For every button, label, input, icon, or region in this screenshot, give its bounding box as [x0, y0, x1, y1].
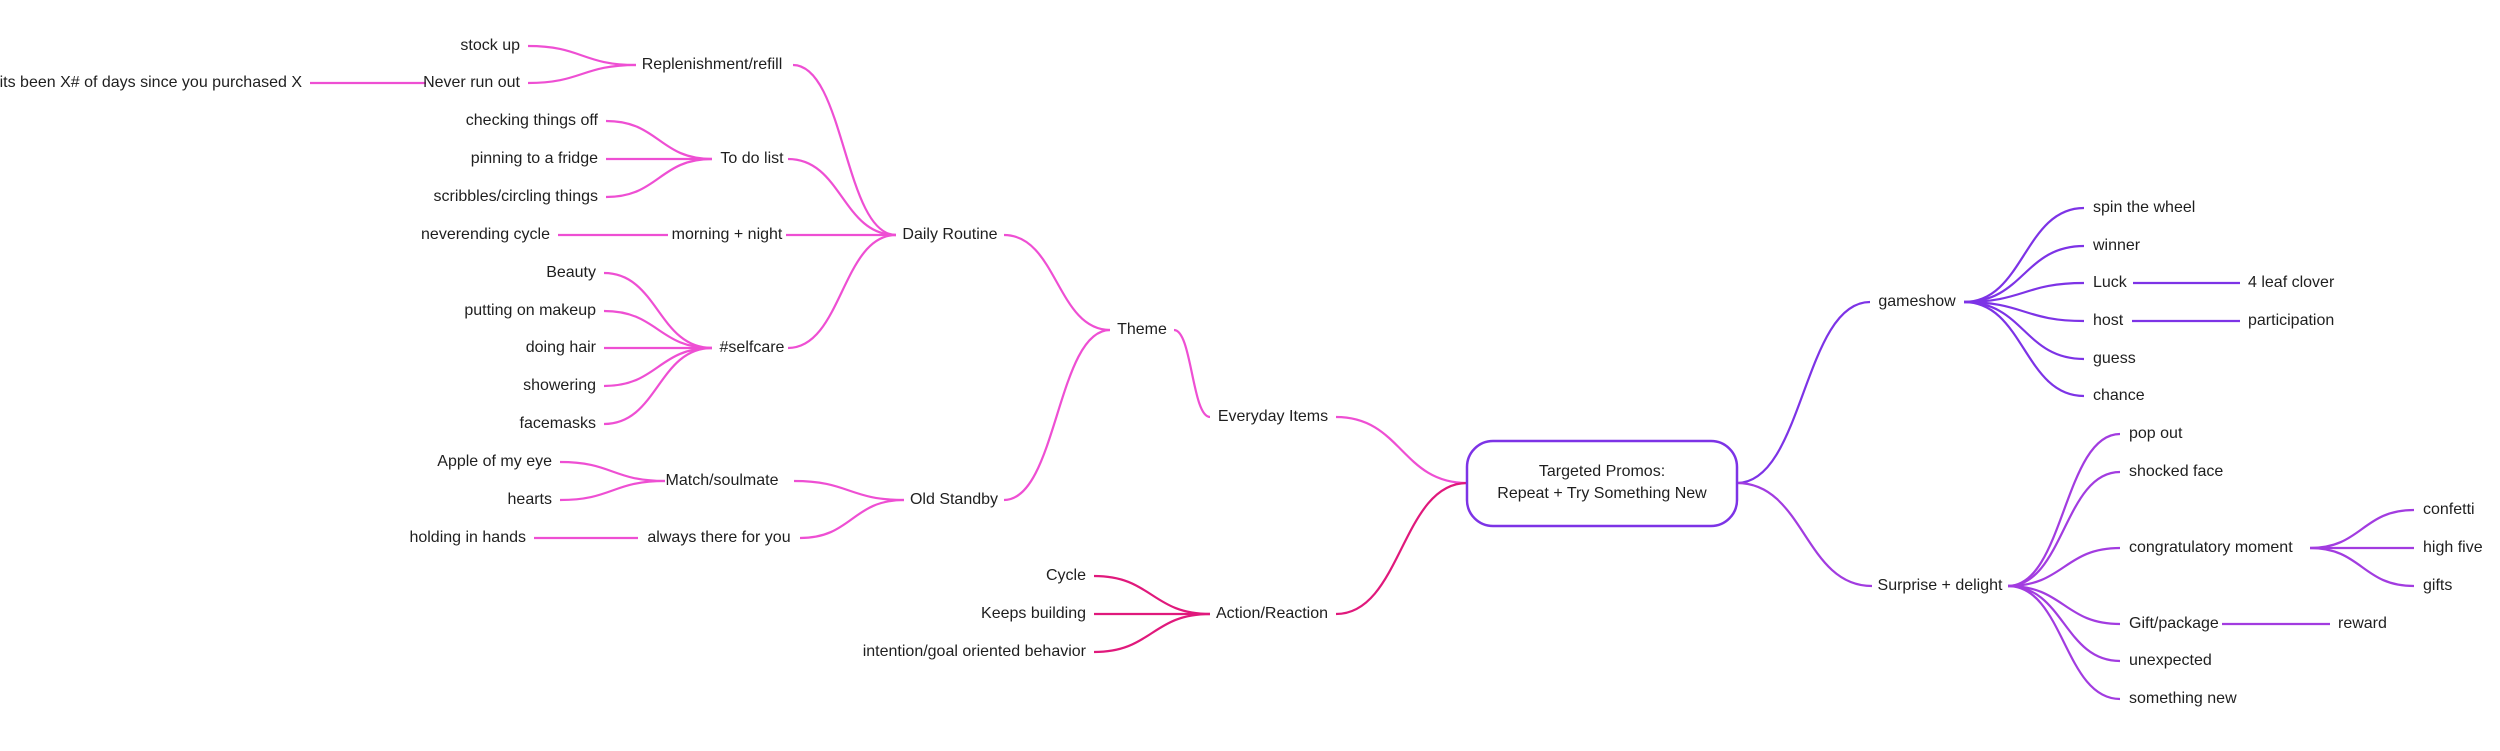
- node-hearts[interactable]: hearts: [508, 491, 552, 508]
- connector-line: [799, 498, 905, 540]
- connector-line: [559, 460, 666, 483]
- connector-line: [559, 479, 666, 502]
- node-always-there[interactable]: always there for you: [647, 529, 790, 546]
- node-replenishment[interactable]: Replenishment/refill: [642, 56, 783, 73]
- connector-line: [1736, 481, 1873, 588]
- node-days-since[interactable]: its been X# of days since you purchased …: [0, 74, 302, 91]
- node-cycle[interactable]: Cycle: [1046, 567, 1086, 584]
- connector-line: [1335, 481, 1468, 616]
- node-todo-list[interactable]: To do list: [720, 150, 784, 167]
- connector-line: [2007, 584, 2121, 626]
- node-luck[interactable]: Luck: [2093, 274, 2128, 291]
- node-never-run-out[interactable]: Never run out: [423, 74, 520, 91]
- node-congrats[interactable]: congratulatory moment: [2129, 539, 2293, 556]
- node-gameshow[interactable]: gameshow: [1878, 293, 1956, 310]
- node-pinning-fridge[interactable]: pinning to a fridge: [471, 150, 598, 167]
- node-everyday-items[interactable]: Everyday Items: [1218, 408, 1328, 425]
- node-chance[interactable]: chance: [2093, 387, 2145, 404]
- node-high-five[interactable]: high five: [2423, 539, 2483, 556]
- node-doing-hair[interactable]: doing hair: [526, 339, 597, 356]
- node-pop-out[interactable]: pop out: [2129, 425, 2183, 442]
- node-holding-hands[interactable]: holding in hands: [409, 529, 526, 546]
- node-surprise[interactable]: Surprise + delight: [1878, 577, 2004, 594]
- connector-line: [1093, 612, 1211, 654]
- node-gift-package[interactable]: Gift/package: [2129, 615, 2219, 632]
- node-confetti[interactable]: confetti: [2423, 501, 2475, 518]
- node-labels: Everyday Items Theme Daily Routine Replenis…: [0, 37, 2483, 707]
- connector-line: [1963, 244, 2085, 304]
- node-theme[interactable]: Theme: [1117, 321, 1167, 338]
- node-daily-routine[interactable]: Daily Routine: [902, 226, 997, 243]
- connector-line: [1963, 281, 2085, 304]
- connector-line: [603, 309, 713, 350]
- root-title-line-2: Repeat + Try Something New: [1497, 485, 1707, 502]
- node-selfcare[interactable]: #selfcare: [720, 339, 785, 356]
- node-unexpected[interactable]: unexpected: [2129, 652, 2212, 669]
- node-old-standby[interactable]: Old Standby: [910, 491, 998, 508]
- node-shocked-face[interactable]: shocked face: [2129, 463, 2223, 480]
- connector-line: [603, 346, 713, 426]
- node-gifts[interactable]: gifts: [2423, 577, 2452, 594]
- node-four-leaf[interactable]: 4 leaf clover: [2248, 274, 2335, 291]
- connector-line: [1963, 300, 2085, 323]
- connector-line: [793, 479, 905, 502]
- node-intention[interactable]: intention/goal oriented behavior: [863, 643, 1087, 660]
- node-match-soulmate[interactable]: Match/soulmate: [666, 472, 779, 489]
- node-apple-eye[interactable]: Apple of my eye: [437, 453, 552, 470]
- connector-lines: [310, 44, 2415, 701]
- node-neverending[interactable]: neverending cycle: [421, 226, 550, 243]
- connector-line: [2007, 432, 2121, 588]
- node-action-reaction[interactable]: Action/Reaction: [1216, 605, 1328, 622]
- node-participation[interactable]: participation: [2248, 312, 2334, 329]
- connector-line: [1963, 300, 2085, 361]
- connector-line: [2007, 584, 2121, 663]
- connector-line: [2007, 470, 2121, 588]
- connector-line: [527, 44, 637, 67]
- node-reward[interactable]: reward: [2338, 615, 2387, 632]
- connector-line: [1963, 300, 2085, 398]
- connector-line: [1335, 415, 1468, 485]
- root-title-line-1: Targeted Promos:: [1539, 463, 1665, 480]
- node-showering[interactable]: showering: [523, 377, 596, 394]
- connector-line: [605, 157, 713, 199]
- connector-line: [1736, 300, 1871, 485]
- connector-line: [2309, 546, 2415, 588]
- connector-line: [787, 233, 897, 350]
- node-something-new[interactable]: something new: [2129, 690, 2237, 707]
- connector-line: [603, 271, 713, 350]
- connector-line: [1963, 206, 2085, 304]
- node-beauty[interactable]: Beauty: [546, 264, 596, 281]
- connector-line: [2007, 584, 2121, 701]
- root-node-box[interactable]: [1465, 439, 1739, 528]
- connector-line: [1003, 233, 1111, 332]
- connector-line: [1093, 574, 1211, 616]
- node-spin-wheel[interactable]: spin the wheel: [2093, 199, 2195, 216]
- node-host[interactable]: host: [2093, 312, 2124, 329]
- connector-line: [2007, 546, 2121, 588]
- node-scribbles[interactable]: scribbles/circling things: [433, 188, 598, 205]
- connector-line: [605, 119, 713, 161]
- node-facemasks[interactable]: facemasks: [520, 415, 596, 432]
- connector-line: [527, 63, 637, 85]
- connector-line: [1173, 328, 1211, 419]
- node-guess[interactable]: guess: [2093, 350, 2136, 367]
- node-morning-night[interactable]: morning + night: [672, 226, 783, 243]
- connector-line: [603, 346, 713, 388]
- node-stock-up[interactable]: stock up: [460, 37, 520, 54]
- connector-line: [1003, 328, 1111, 502]
- connector-line: [787, 157, 897, 237]
- node-keeps-building[interactable]: Keeps building: [981, 605, 1086, 622]
- node-winner[interactable]: winner: [2092, 237, 2141, 254]
- node-makeup[interactable]: putting on makeup: [464, 302, 596, 319]
- connector-line: [792, 63, 897, 237]
- connector-line: [2309, 508, 2415, 550]
- node-checking-off[interactable]: checking things off: [466, 112, 599, 129]
